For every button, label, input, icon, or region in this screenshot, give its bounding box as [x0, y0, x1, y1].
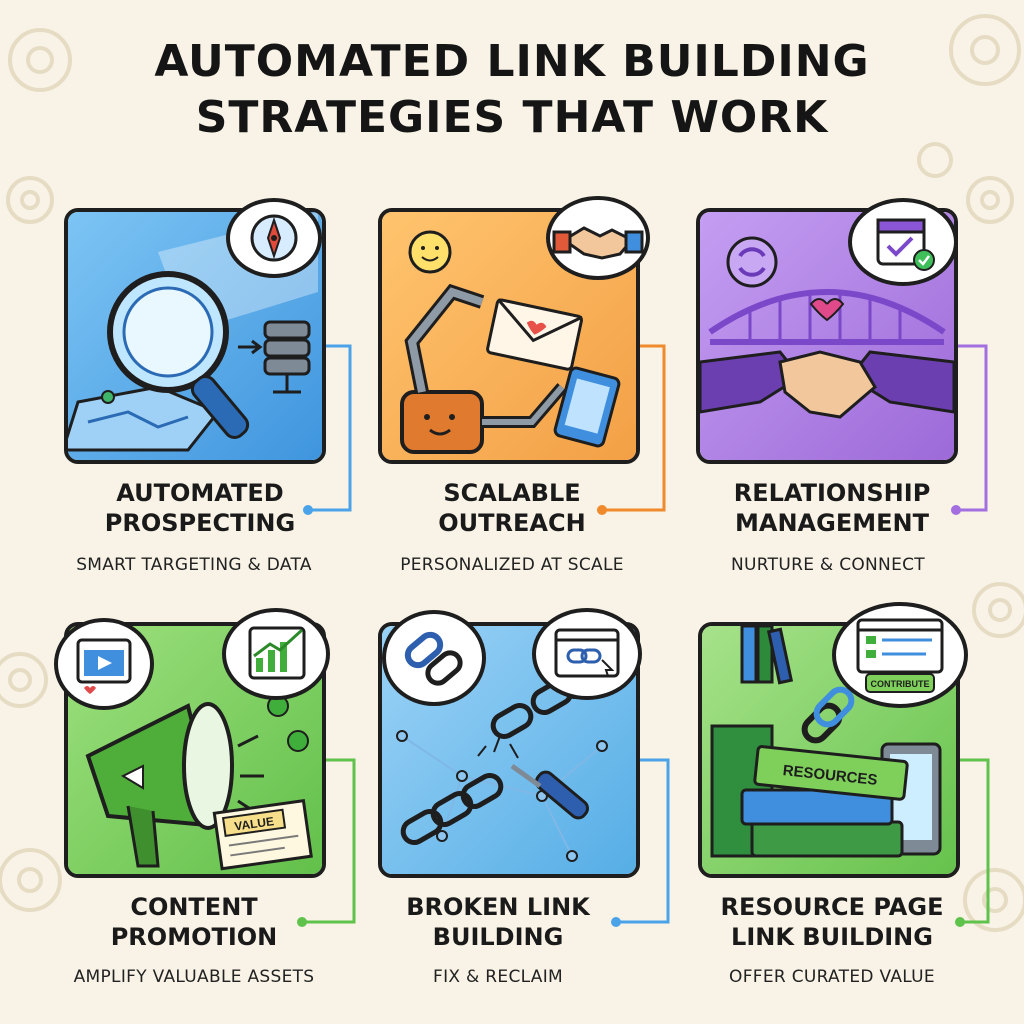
subtitle-relationship-management: NURTURE & CONNECT	[731, 555, 925, 575]
title-line-2: STRATEGIES THAT WORK	[195, 92, 829, 143]
card-relationship-management[interactable]	[696, 198, 958, 464]
title-line-1: RESOURCE PAGE	[720, 893, 944, 921]
bubble-calendar	[848, 198, 958, 286]
bubble-chain-link	[382, 610, 486, 706]
compass-icon	[250, 214, 298, 262]
value-tag: VALUE	[233, 814, 274, 833]
title-line-2: PROSPECTING	[104, 509, 296, 537]
title-line-2: MANAGEMENT	[735, 509, 929, 537]
bubble-compass	[226, 198, 322, 278]
card-content-promotion[interactable]: VALUE	[54, 608, 330, 878]
contribute-button: CONTRIBUTE	[871, 679, 930, 689]
bubble-handshake	[546, 196, 650, 280]
card-scalable-outreach[interactable]	[378, 196, 650, 464]
subtitle-scalable-outreach: PERSONALIZED AT SCALE	[400, 555, 624, 575]
label-resource-page-link-building: RESOURCE PAGE LINK BUILDING	[672, 892, 992, 952]
label-broken-link-building: BROKEN LINK BUILDING	[338, 892, 658, 952]
handshake-icon	[552, 226, 644, 260]
books-link-icon: RESOURCES	[710, 626, 942, 858]
title-line-2: OUTREACH	[438, 509, 586, 537]
calendar-check-icon	[876, 218, 935, 271]
title-line-1: CONTENT	[130, 893, 258, 921]
browser-link-icon	[554, 628, 620, 678]
bubble-browser-contribute: CONTRIBUTE	[832, 602, 968, 708]
bubble-browser-link	[532, 608, 642, 700]
megaphone-icon: VALUE	[85, 695, 313, 871]
label-content-promotion: CONTENT PROMOTION	[34, 892, 354, 952]
bridge-handshake-icon	[700, 236, 954, 419]
card-automated-prospecting[interactable]	[64, 198, 326, 464]
bubble-growth-chart	[222, 608, 330, 700]
title-line-2: PROMOTION	[110, 923, 278, 951]
browser-contribute-icon: CONTRIBUTE	[856, 618, 944, 693]
label-automated-prospecting: AUTOMATED PROSPECTING	[40, 478, 360, 538]
card-broken-link-building[interactable]	[378, 608, 642, 878]
subtitle-content-promotion: AMPLIFY VALUABLE ASSETS	[73, 967, 315, 987]
card-resource-page-link-building[interactable]: RESOURCES CONTRIBUTE	[698, 602, 968, 878]
title-line-2: LINK BUILDING	[731, 923, 933, 951]
page-title: AUTOMATED LINK BUILDING STRATEGIES THAT …	[0, 34, 1024, 146]
bubble-video	[54, 618, 154, 710]
title-line-1: AUTOMATED LINK BUILDING	[154, 36, 870, 87]
subtitle-broken-link-building: FIX & RECLAIM	[433, 967, 563, 987]
title-line-1: BROKEN LINK	[406, 893, 590, 921]
subtitle-resource-page-link-building: OFFER CURATED VALUE	[729, 967, 935, 987]
label-scalable-outreach: SCALABLE OUTREACH	[352, 478, 672, 538]
growth-chart-icon	[248, 626, 306, 680]
title-line-1: RELATIONSHIP	[733, 479, 931, 507]
title-line-1: AUTOMATED	[116, 479, 284, 507]
title-line-1: SCALABLE	[443, 479, 581, 507]
title-line-2: BUILDING	[432, 923, 564, 951]
robot-envelope-icon	[400, 230, 621, 454]
chain-link-icon	[404, 631, 463, 686]
video-icon	[76, 638, 132, 694]
subtitle-automated-prospecting: SMART TARGETING & DATA	[76, 555, 312, 575]
label-relationship-management: RELATIONSHIP MANAGEMENT	[672, 478, 992, 538]
